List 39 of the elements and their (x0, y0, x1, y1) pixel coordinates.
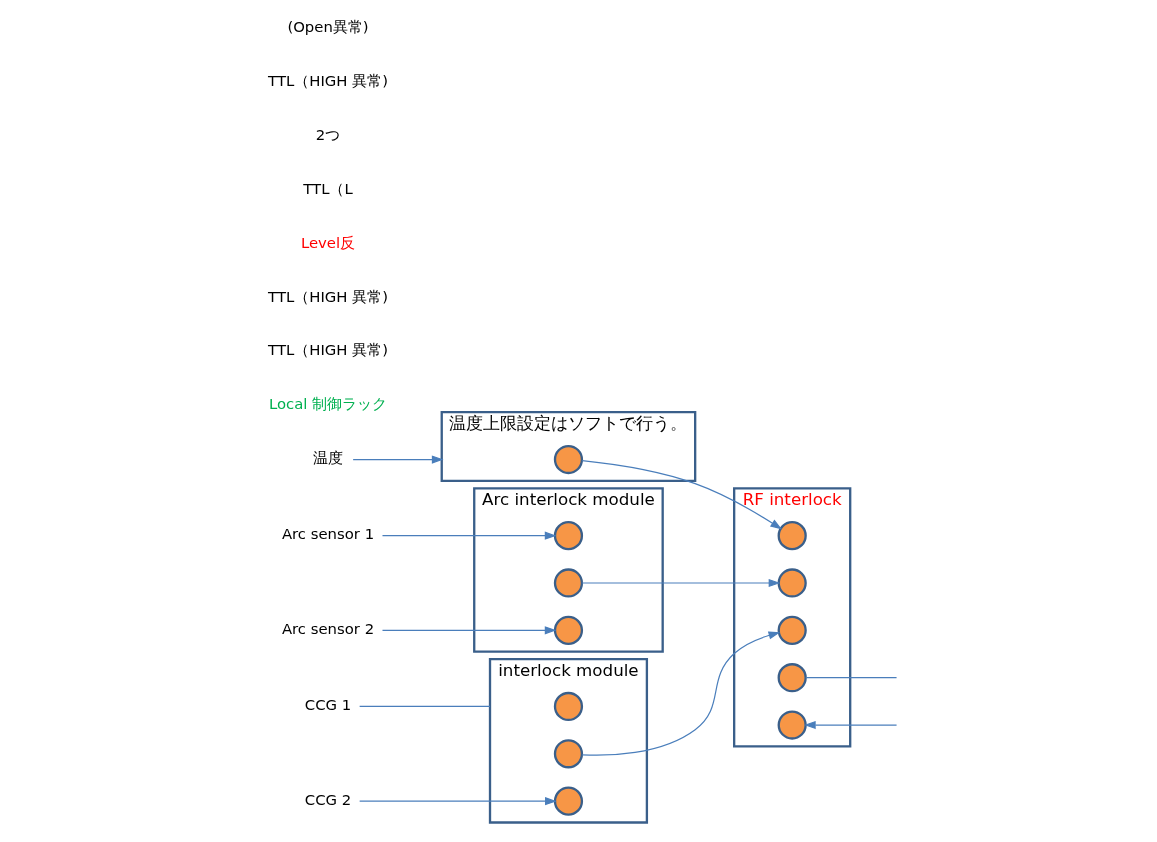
node-circle (777, 615, 807, 645)
label: Local 制御ラック (268, 395, 387, 414)
node-circle (553, 521, 583, 551)
label: (Open異常) (286, 18, 369, 37)
connector (358, 705, 491, 708)
cluster: RF interlock (732, 487, 851, 748)
label: 2つ (315, 125, 340, 144)
arrow (381, 531, 556, 540)
label: TTL（L (302, 179, 353, 198)
label: TTL（HIGH 異常) (267, 287, 388, 306)
arrow (358, 797, 557, 806)
cluster: 温度上限設定はソフトで行う。 (440, 411, 696, 483)
arrow (581, 631, 780, 756)
node-circle (553, 568, 583, 598)
node-circle (777, 521, 807, 551)
connector (804, 677, 897, 679)
node-circle (777, 710, 807, 740)
node-text: Arc sensor 1 (281, 525, 374, 544)
node-circle (553, 444, 583, 475)
arrow (352, 455, 444, 464)
cluster: interlock module (488, 657, 648, 824)
node-circle (553, 739, 583, 769)
node-text: CCG 1 (304, 695, 351, 714)
arrow (803, 720, 897, 730)
node-circle (553, 786, 583, 816)
node-circle (553, 691, 583, 722)
node-circle (777, 663, 807, 693)
node-text: CCG 2 (304, 790, 351, 809)
label: Level反 (300, 233, 355, 252)
arrow (581, 460, 782, 530)
label: TTL（HIGH 異常) (267, 341, 388, 360)
arrow (381, 626, 556, 635)
node-circle (777, 568, 807, 598)
node-text: 温度 (312, 449, 343, 468)
arrow (580, 578, 780, 588)
label: TTL（HIGH 異常) (267, 72, 388, 91)
node-circle (553, 615, 583, 645)
cluster: Arc interlock module (472, 487, 664, 653)
node-text: Arc sensor 2 (281, 619, 374, 638)
